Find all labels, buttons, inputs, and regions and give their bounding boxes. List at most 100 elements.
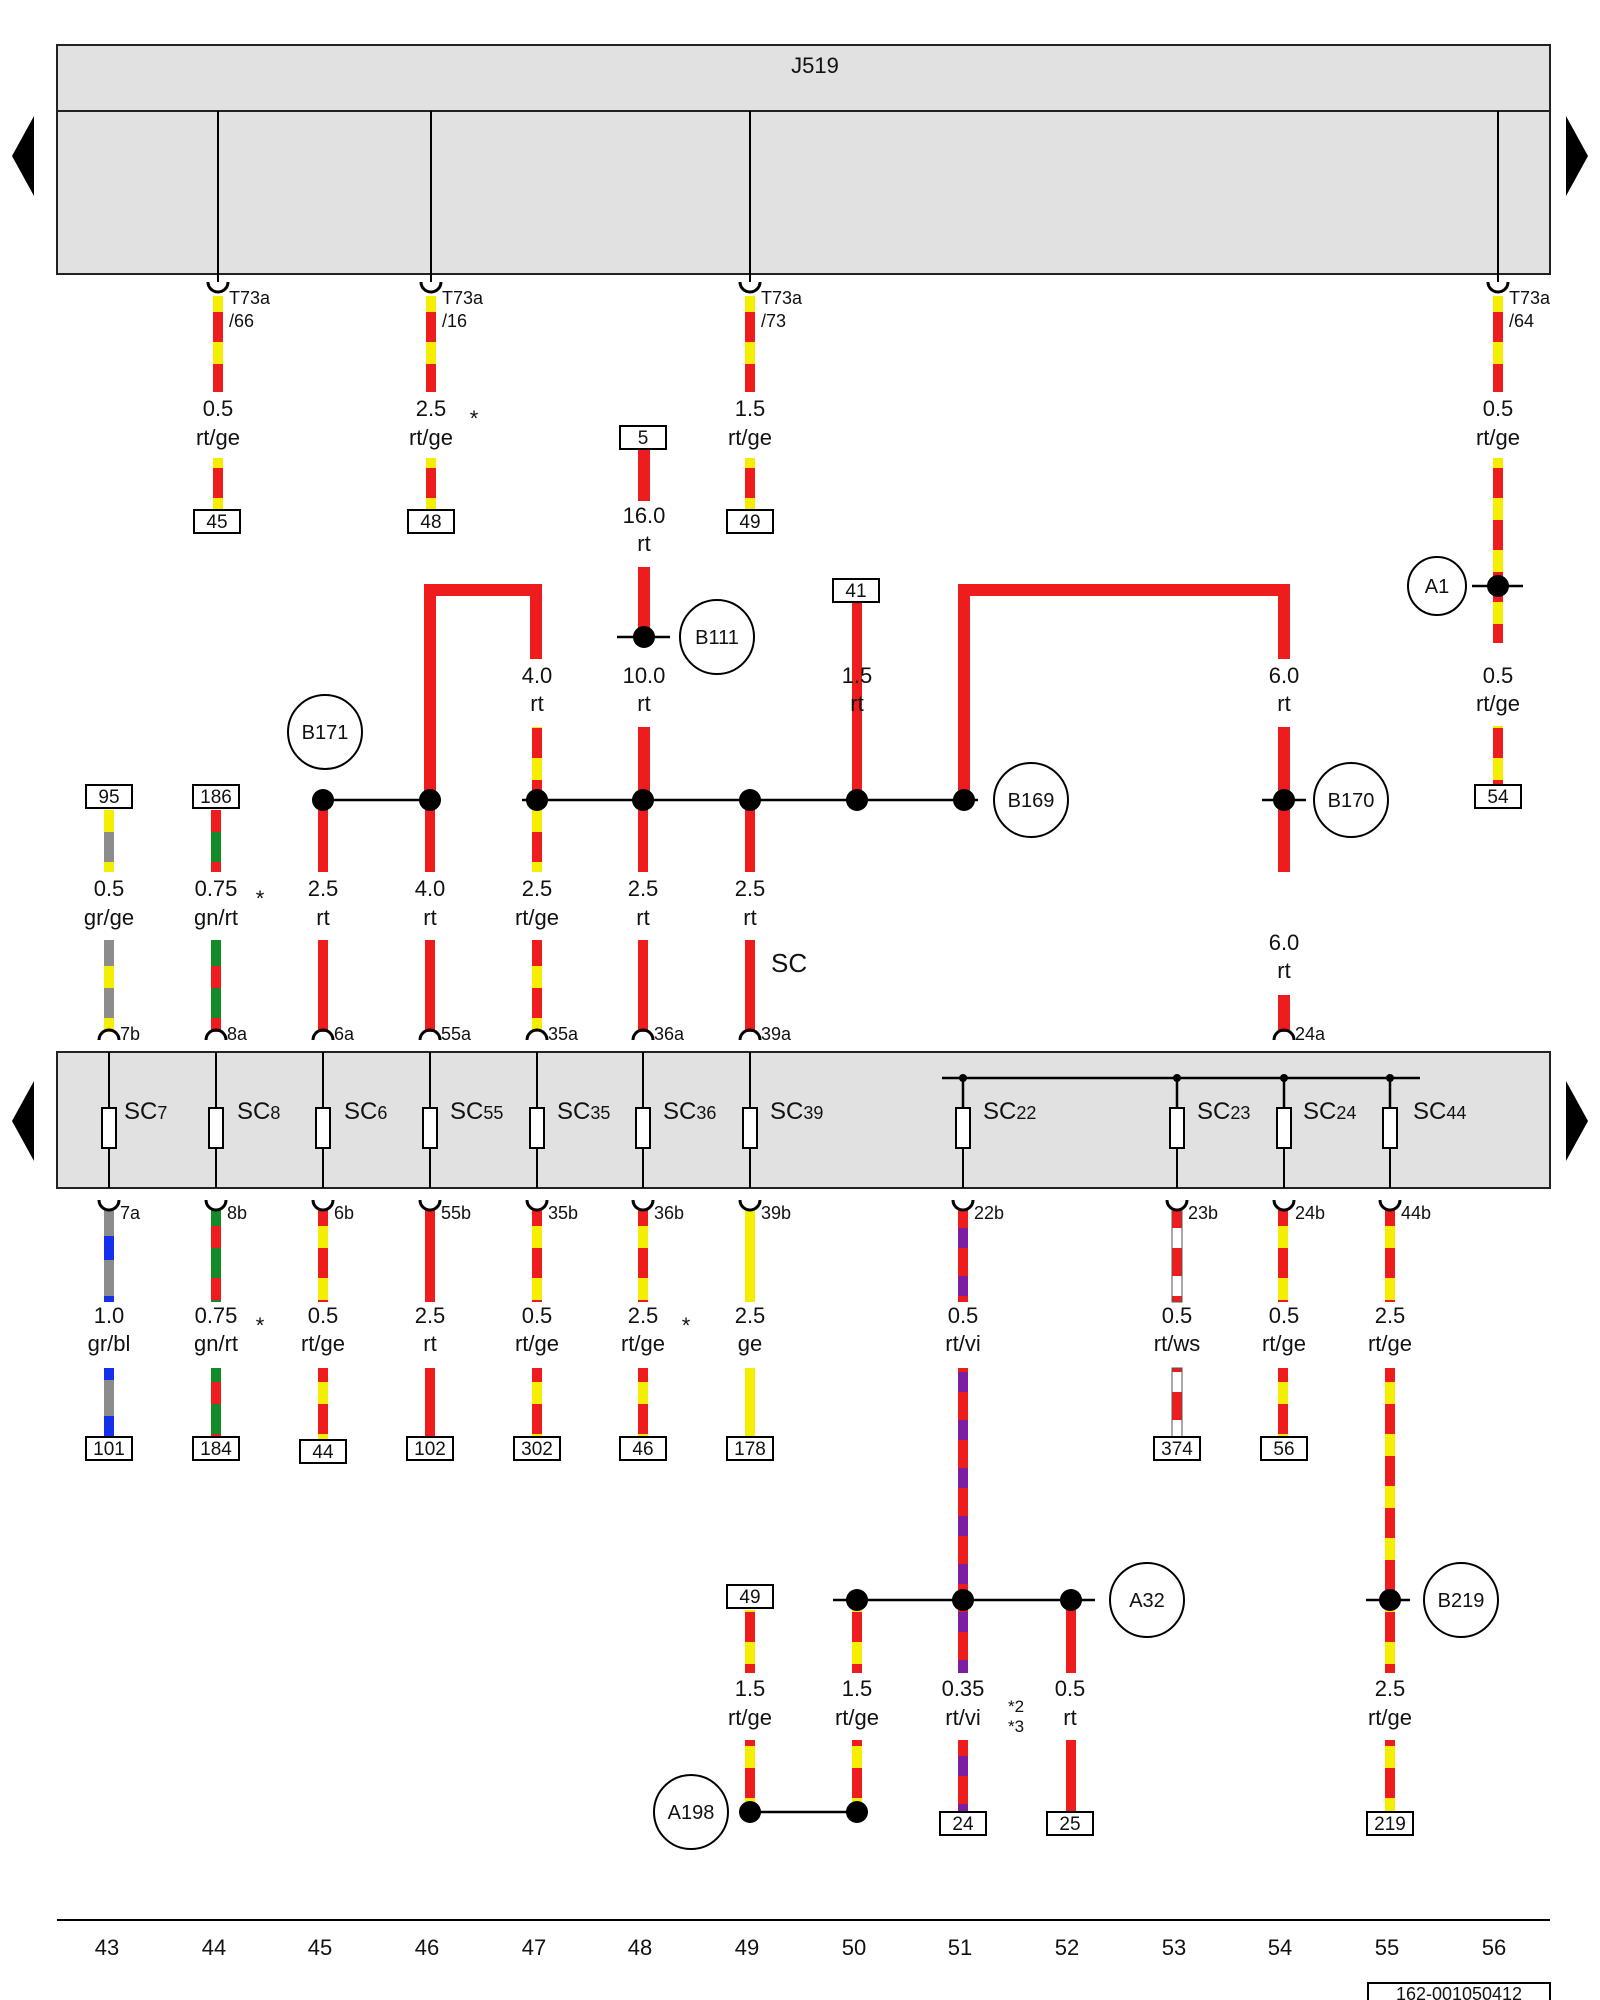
wire-color: rt/ge [196,425,240,450]
wire-size: 0.5 [1269,1303,1300,1328]
wire-size: 2.5 [416,396,447,421]
wire-size: 0.5 [1483,663,1514,688]
pin-label: 22b [974,1203,1004,1223]
wire-color: rt [850,691,863,716]
pin-label: T73a [761,288,803,308]
wire-color: rt/ge [621,1331,665,1356]
wire-size: 0.75 [195,1303,238,1328]
pin-label: 24a [1295,1024,1326,1044]
fuse-label: SC39 [770,1098,823,1125]
ref-box-label: 48 [420,512,441,533]
wire-size: 0.5 [94,876,125,901]
wire-size: 0.5 [308,1303,339,1328]
page-next-arrow-icon[interactable] [1566,116,1588,196]
footnote-marks: *2*3 [1008,1697,1024,1736]
j519-title: J519 [791,53,839,78]
fuse-labels: SC7 SC8 SC6 SC55 SC35 SC36 SC39 SC22 SC2… [124,1098,1466,1125]
column-number: 46 [415,1935,439,1960]
wire-size: 0.5 [1483,396,1514,421]
wire-size: 2.5 [1375,1676,1406,1701]
ref-box-label: 184 [200,1439,232,1460]
fuse-pin-labels: 7b 8a 6a 55a 35a 36a 39a 24a 7a 8b 6b 55… [120,1024,1431,1223]
wire-color: rt [423,1331,436,1356]
wire-color: rt [637,531,650,556]
pin-label: 23b [1188,1203,1218,1223]
page-prev-arrow-icon[interactable] [12,116,34,196]
column-number: 50 [842,1935,866,1960]
fuse-label: SC55 [450,1098,503,1125]
doc-id: 162-001050412 [1396,1984,1522,2000]
wire-size: 0.5 [1162,1303,1193,1328]
ref-box-label: 178 [734,1439,766,1460]
wire-size: 0.5 [948,1303,979,1328]
wire-color: rt/ge [515,905,559,930]
j519-body-panel [56,110,1551,275]
ref-box-label: 374 [1161,1439,1193,1460]
node-circles [287,556,1499,1850]
fuse-symbols [101,1052,1398,1188]
fuse-prev-arrow-icon[interactable] [12,1081,34,1161]
column-number: 56 [1482,1935,1506,1960]
ref-box-label: 41 [845,581,866,602]
pin-label: 39a [761,1024,792,1044]
node-label: B171 [302,722,349,744]
fuse-label: SC8 [237,1098,280,1125]
column-number: 48 [628,1935,652,1960]
wire-color: ge [738,1331,762,1356]
wire-color: rt/ge [409,425,453,450]
fuse-label: SC22 [983,1098,1036,1125]
wire-color: rt/ge [835,1705,879,1730]
column-number: 54 [1268,1935,1292,1960]
fuse-next-arrow-icon[interactable] [1566,1081,1588,1161]
pin-label: 7a [120,1203,141,1223]
wire-color: rt [316,905,329,930]
wire-size: 0.5 [522,1303,553,1328]
j519-header-panel [56,44,1551,112]
pin-label: 8b [227,1203,247,1223]
pin-label: /73 [761,311,786,331]
wire-color: rt [743,905,756,930]
wire-size: 2.5 [415,1303,446,1328]
wire-size: 2.5 [735,1303,766,1328]
pin-label: 24b [1295,1203,1325,1223]
fuse-carrier-panel [56,1051,1551,1189]
sc-pin-symbols [97,1028,1402,1212]
ref-box-label: 219 [1374,1814,1406,1835]
node-label: B169 [1008,790,1055,812]
column-numbers: 43 44 45 46 47 48 49 50 51 52 53 54 55 5… [95,1935,1506,1960]
wire-size: 2.5 [628,876,659,901]
wire-color: rt/ge [1368,1705,1412,1730]
wire-color: rt/ge [1368,1331,1412,1356]
ref-box-label: 186 [200,787,232,808]
pin-label: 35a [548,1024,579,1044]
node-label: B111 [695,627,739,649]
wire-mark: * [682,1313,691,1338]
wire-size: 2.5 [628,1303,659,1328]
column-number: 47 [522,1935,546,1960]
wire-size: 1.5 [735,396,766,421]
node-labels: B111 A1 B171 B169 B170 A32 B219 A198 [302,576,1485,1824]
wire-segments [104,296,1503,1828]
top-connectors [206,281,1510,294]
wire-size: 1.5 [842,663,873,688]
node-label: A1 [1425,576,1449,598]
pin-label: /64 [1509,311,1534,331]
wire-size: 4.0 [522,663,553,688]
fuse-label: SC6 [344,1098,387,1125]
top-pin-labels: T73a /66 T73a /16 T73a /73 T73a /64 [229,288,1551,331]
wire-color: rt [637,691,650,716]
pin-label: 36a [654,1024,685,1044]
ref-box-label: 302 [521,1439,553,1460]
ref-box-label: 25 [1059,1814,1080,1835]
reference-boxes: 45 48 5 49 41 95 186 54 101 184 44 102 3… [85,425,1522,1836]
wire-size: 10.0 [623,663,666,688]
pin-label: 36b [654,1203,684,1223]
wire-color: rt/vi [945,1705,980,1730]
wire-color: rt/vi [945,1331,980,1356]
wire-color: rt/ws [1154,1331,1200,1356]
pin-label: 55b [441,1203,471,1223]
wire-color: rt [530,691,543,716]
wire-color: rt [636,905,649,930]
wire-size: 0.75 [195,876,238,901]
